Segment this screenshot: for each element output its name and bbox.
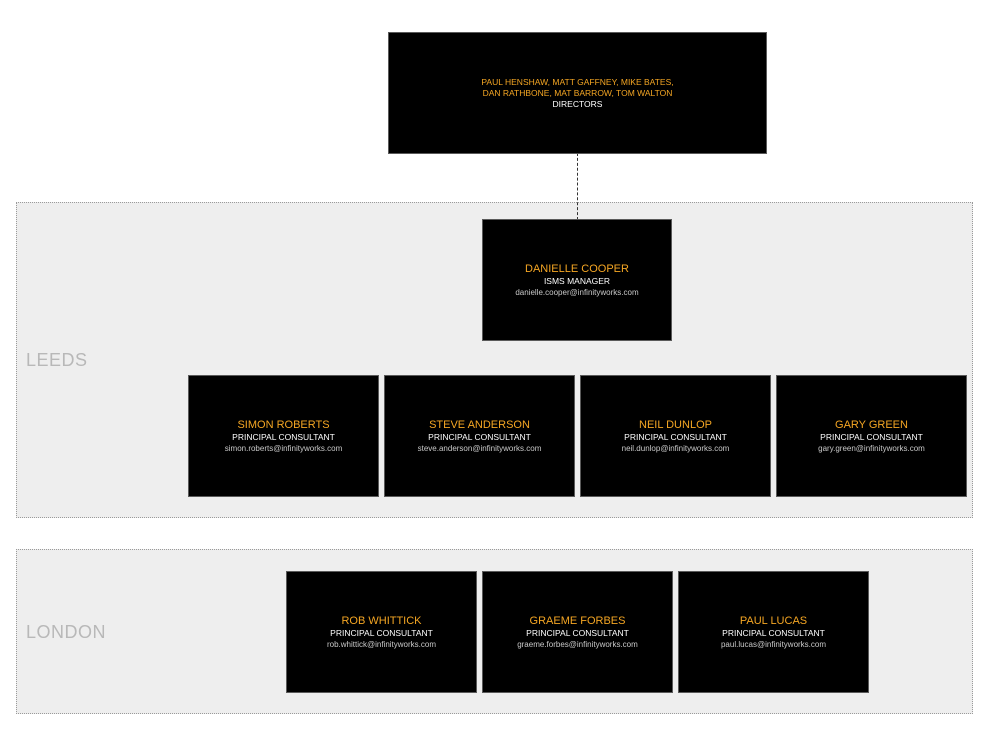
person-role: PRINCIPAL CONSULTANT [820,432,923,442]
person-role: ISMS MANAGER [543,276,611,286]
leeds-member-card[interactable]: NEIL DUNLOP PRINCIPAL CONSULTANT neil.du… [580,375,771,497]
person-email: danielle.cooper@infinityworks.com [515,288,639,297]
person-email: paul.lucas@infinityworks.com [720,640,827,649]
london-member-card[interactable]: GRAEME FORBES PRINCIPAL CONSULTANT graem… [482,571,673,693]
directors-names-line-2: DAN RATHBONE, MAT BARROW, TOM WALTON [482,87,673,98]
person-name: GARY GREEN [835,419,908,431]
person-role: PRINCIPAL CONSULTANT [428,432,531,442]
directors-names-line-1: PAUL HENSHAW, MATT GAFFNEY, MIKE BATES, [481,76,674,87]
person-name: ROB WHITTICK [341,615,422,627]
person-role: PRINCIPAL CONSULTANT [624,432,727,442]
leeds-member-card[interactable]: SIMON ROBERTS PRINCIPAL CONSULTANT simon… [188,375,379,497]
person-role: PRINCIPAL CONSULTANT [330,628,433,638]
person-name: STEVE ANDERSON [429,419,530,431]
person-email: simon.roberts@infinityworks.com [224,444,343,453]
person-role: PRINCIPAL CONSULTANT [232,432,335,442]
leeds-label: LEEDS [26,350,88,370]
london-member-card[interactable]: ROB WHITTICK PRINCIPAL CONSULTANT rob.wh… [286,571,477,693]
leeds-member-card[interactable]: STEVE ANDERSON PRINCIPAL CONSULTANT stev… [384,375,575,497]
directors-card[interactable]: PAUL HENSHAW, MATT GAFFNEY, MIKE BATES, … [388,32,767,154]
person-email: rob.whittick@infinityworks.com [326,640,437,649]
person-name: SIMON ROBERTS [237,419,330,431]
london-label: LONDON [26,622,107,642]
directors-role: DIRECTORS [552,98,603,109]
person-name: PAUL LUCAS [739,615,808,627]
person-name: DANIELLE COOPER [525,263,629,275]
person-email: gary.green@infinityworks.com [818,444,925,453]
person-name: NEIL DUNLOP [639,419,712,431]
manager-card[interactable]: DANIELLE COOPER ISMS MANAGER danielle.co… [482,219,672,341]
leeds-member-card[interactable]: GARY GREEN PRINCIPAL CONSULTANT gary.gre… [776,375,967,497]
person-email: graeme.forbes@infinityworks.com [517,640,638,649]
person-name: GRAEME FORBES [529,615,626,627]
person-role: PRINCIPAL CONSULTANT [722,628,825,638]
person-email: neil.dunlop@infinityworks.com [621,444,730,453]
person-role: PRINCIPAL CONSULTANT [526,628,629,638]
directors-manager-connector [577,153,578,220]
person-email: steve.anderson@infinityworks.com [417,444,542,453]
london-member-card[interactable]: PAUL LUCAS PRINCIPAL CONSULTANT paul.luc… [678,571,869,693]
